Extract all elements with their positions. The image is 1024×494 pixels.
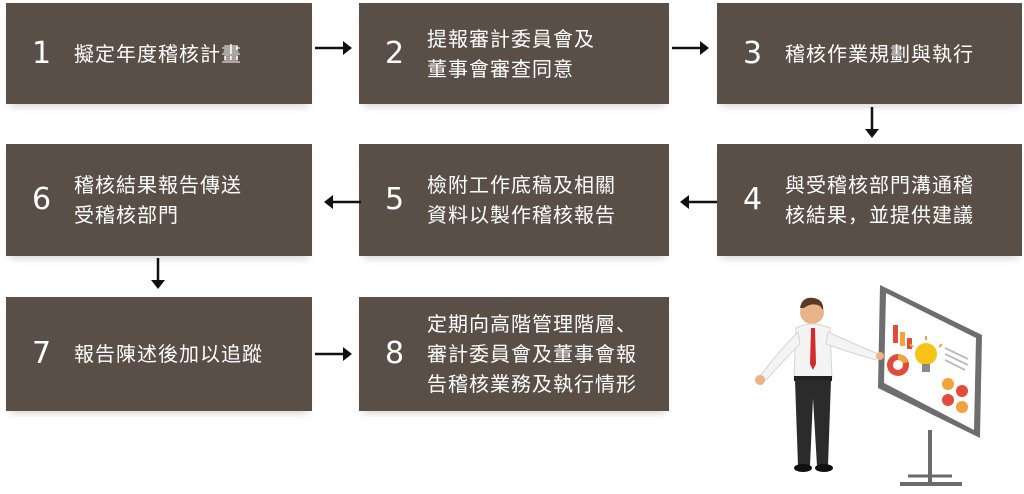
presenter-with-whiteboard-icon bbox=[740, 280, 1010, 490]
arrow-left-icon bbox=[323, 192, 363, 212]
step-number: 6 bbox=[32, 182, 52, 217]
step-text: 檢附工作底稿及相關 資料以製作稽核報告 bbox=[427, 173, 616, 227]
step-6-box: 6 稽核結果報告傳送 受稽核部門 bbox=[6, 144, 312, 256]
step-text: 稽核結果報告傳送 受稽核部門 bbox=[74, 173, 242, 227]
step-number: 8 bbox=[385, 336, 405, 371]
step-5-box: 5 檢附工作底稿及相關 資料以製作稽核報告 bbox=[359, 144, 669, 256]
step-number: 1 bbox=[32, 35, 52, 71]
step-number: 7 bbox=[32, 336, 52, 371]
step-text: 稽核作業規劃與執行 bbox=[785, 41, 974, 66]
step-text: 提報審計委員會及 董事會審查同意 bbox=[427, 26, 595, 81]
step-4-box: 4 與受稽核部門溝通稽 核結果，並提供建議 bbox=[717, 144, 1022, 256]
arrow-right-icon bbox=[313, 38, 353, 58]
step-2-box: 2 提報審計委員會及 董事會審查同意 bbox=[359, 3, 669, 104]
arrow-right-icon bbox=[313, 344, 353, 364]
step-number: 3 bbox=[743, 35, 763, 71]
step-number: 4 bbox=[743, 182, 763, 217]
step-text: 定期向高階管理階層、 審計委員會及董事會報 告稽核業務及執行情形 bbox=[427, 312, 637, 396]
arrow-left-icon bbox=[679, 192, 719, 212]
step-number: 2 bbox=[385, 35, 405, 71]
arrow-down-icon bbox=[862, 105, 882, 139]
step-8-box: 8 定期向高階管理階層、 審計委員會及董事會報 告稽核業務及執行情形 bbox=[359, 297, 669, 411]
step-text: 報告陳述後加以追蹤 bbox=[74, 342, 263, 366]
arrow-down-icon bbox=[148, 256, 168, 290]
step-1-box: 1 擬定年度稽核計畫 bbox=[6, 3, 312, 104]
arrow-right-icon bbox=[670, 38, 710, 58]
step-7-box: 7 報告陳述後加以追蹤 bbox=[6, 297, 312, 411]
step-3-box: 3 稽核作業規劃與執行 bbox=[717, 3, 1022, 104]
step-text: 擬定年度稽核計畫 bbox=[74, 41, 242, 66]
step-text: 與受稽核部門溝通稽 核結果，並提供建議 bbox=[785, 173, 974, 227]
step-number: 5 bbox=[385, 182, 405, 217]
